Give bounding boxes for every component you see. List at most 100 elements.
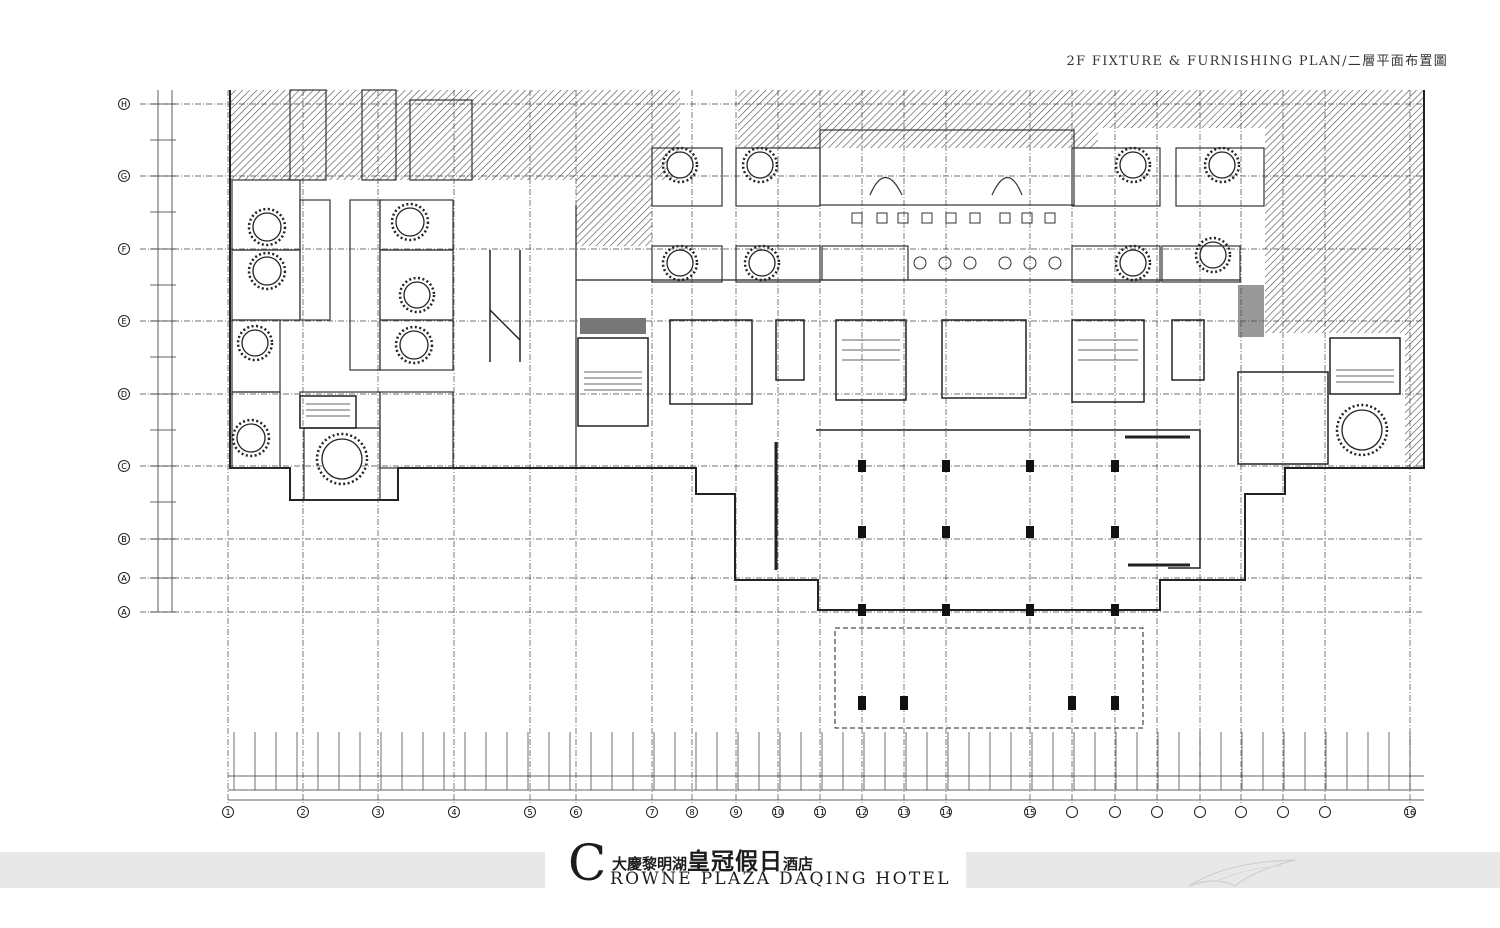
column-bubble-circle (772, 806, 784, 818)
row-bubble-circle (118, 170, 130, 182)
dimension-lines (157, 90, 1424, 801)
column-bubble (772, 806, 784, 818)
column-bubble-label: 10 (773, 808, 783, 817)
column-bubble-label: 5 (527, 808, 532, 817)
hatched-zones (230, 90, 1424, 468)
column-bubble-label: 8 (689, 808, 694, 817)
column-bubble-label: 7 (649, 808, 654, 817)
column-bubble-label: 16 (1405, 808, 1415, 817)
row-bubble-label: B (121, 535, 127, 544)
column-bubble-circle (686, 806, 698, 818)
structural-column (1111, 604, 1119, 616)
column-bubble (1319, 806, 1331, 818)
column-bubble-circle (297, 806, 309, 818)
column-bubble-circle (814, 806, 826, 818)
row-bubble-label: A (121, 574, 127, 583)
column-bubble-circle (1319, 806, 1331, 818)
vertical-cores (299, 250, 1401, 465)
column-bubble (1109, 806, 1121, 818)
structural-column (942, 526, 950, 538)
row-bubble-label: A (121, 608, 127, 617)
structural-column (858, 460, 866, 472)
column-bubble-circle (856, 806, 868, 818)
column-bubble-label: 9 (733, 808, 738, 817)
row-bubble: D (118, 388, 130, 400)
table-chair-rings (231, 146, 1389, 486)
logo-initial: C (568, 834, 607, 892)
logo-english-name: ROWNE PLAZA DAQING HOTEL (610, 869, 951, 889)
column-bubble-circle (448, 806, 460, 818)
row-bubble-circle (118, 460, 130, 472)
row-bubble-label: G (121, 172, 127, 181)
column-bubble-circle (1151, 806, 1163, 818)
column-bubble (570, 806, 582, 818)
row-bubble: H (118, 98, 130, 110)
structural-columns (858, 460, 1119, 710)
column-bubble (814, 806, 826, 818)
structural-column (1111, 526, 1119, 538)
column-bubble (898, 806, 910, 818)
column-bubble-circle (372, 806, 384, 818)
column-bubble (372, 806, 384, 818)
logo-swoosh (1188, 859, 1296, 887)
row-bubble-circle (118, 315, 130, 327)
logo-chinese-name: 大慶黎明湖皇冠假日酒店 (612, 842, 813, 876)
structural-column (942, 460, 950, 472)
column-bubble-label: 4 (451, 808, 456, 817)
column-bubble-circle (646, 806, 658, 818)
column-bubble (856, 806, 868, 818)
column-bubble-circle (1235, 806, 1247, 818)
structural-column (858, 526, 866, 538)
structural-column (1026, 526, 1034, 538)
row-bubble-circle (118, 243, 130, 255)
stair-treads (306, 339, 1394, 417)
structural-column (942, 604, 950, 616)
column-bubble-circle (222, 806, 234, 818)
row-bubble: E (118, 315, 130, 327)
row-bubble-circle (118, 388, 130, 400)
row-bubble-circle (118, 98, 130, 110)
column-bubble-label: 12 (857, 808, 867, 817)
logo-chinese-suffix: 酒店 (783, 855, 814, 873)
banquet-rooms-west (231, 89, 473, 501)
column-bubble-circle (1194, 806, 1206, 818)
row-bubble-label: D (121, 390, 127, 399)
structural-column (1026, 460, 1034, 472)
column-bubble-label: 1 (225, 808, 230, 817)
column-bubble-circle (1024, 806, 1036, 818)
structural-column (858, 604, 866, 616)
structural-column (1111, 460, 1119, 472)
column-bubble (222, 806, 234, 818)
column-bubble (1235, 806, 1247, 818)
column-bubble (1194, 806, 1206, 818)
column-bubble (524, 806, 536, 818)
column-bubble-label: 6 (573, 808, 578, 817)
row-bubble-label: F (122, 245, 127, 254)
column-bubble (686, 806, 698, 818)
column-bubble (940, 806, 952, 818)
column-bubble-circle (1109, 806, 1121, 818)
structural-column (1111, 696, 1119, 710)
column-bubble-label: 3 (375, 808, 380, 817)
private-dining-rooms (651, 129, 1265, 283)
logo-chinese-prefix: 大慶黎明湖 (612, 855, 688, 873)
column-bubble-circle (1404, 806, 1416, 818)
row-bubble-circle (118, 533, 130, 545)
column-bubble-circle (730, 806, 742, 818)
row-bubble: A (118, 572, 130, 584)
column-bubble (730, 806, 742, 818)
column-bubble-circle (898, 806, 910, 818)
column-bubble-circle (1277, 806, 1289, 818)
column-bubble-label: 13 (899, 808, 909, 817)
structural-column (1026, 604, 1034, 616)
dimension-ticks (150, 103, 1411, 790)
cafe-tables (851, 212, 1062, 270)
column-bubble (1277, 806, 1289, 818)
column-bubble (1024, 806, 1036, 818)
column-bubble-label: 11 (815, 808, 825, 817)
atrium-void (774, 429, 1201, 729)
structural-column (858, 696, 866, 710)
